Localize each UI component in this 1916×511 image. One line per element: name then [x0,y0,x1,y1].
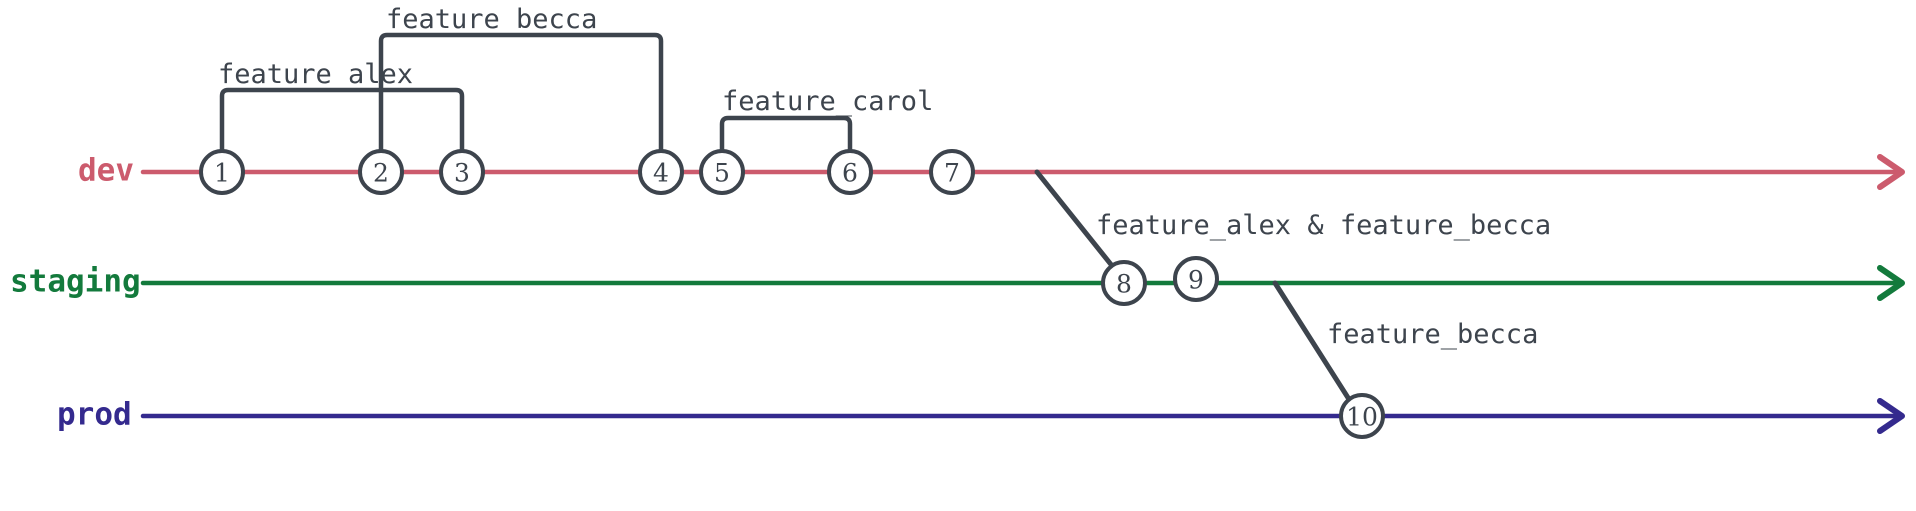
bracket-feature-alex [219,87,465,175]
commit-node-label-3: 3 [454,159,470,188]
feature-brackets-group: feature_alex feature_becca feature_carol [218,4,933,175]
commit-node-circle-8 [1101,260,1147,306]
merge-line-merge-to-staging [1034,169,1120,275]
commit-node-label-7: 7 [944,159,960,188]
commit-node-circle-2 [358,149,404,195]
commit-node-3[interactable]: 3 [439,149,485,195]
branch-lines-group [140,154,1905,434]
commit-node-label-1: 1 [214,159,230,188]
commit-node-10[interactable]: 10 [1339,393,1385,439]
bracket-label-feature-alex: feature_alex [218,59,413,90]
bracket-label-feature-becca: feature_becca [386,4,597,35]
commit-node-circle-5 [699,149,745,195]
bracket-feature-carol [719,115,853,175]
branch-labels-group: dev staging prod [10,153,141,433]
commit-node-2[interactable]: 2 [358,149,404,195]
bracket-feature-becca [378,32,664,175]
commit-node-6[interactable]: 6 [827,149,873,195]
bracket-label-feature-carol: feature_carol [722,86,933,117]
merge-label-merge-to-prod: feature_becca [1327,319,1538,350]
commit-node-label-9: 9 [1188,266,1204,295]
commit-node-1[interactable]: 1 [199,149,245,195]
commit-node-label-6: 6 [842,159,858,188]
commit-node-5[interactable]: 5 [699,149,745,195]
branch-arrow-dev-icon [1877,154,1905,190]
branch-label-dev: dev [78,153,134,189]
branch-arrow-prod-icon [1877,398,1905,434]
commit-node-circle-6 [827,149,873,195]
commit-node-label-8: 8 [1116,270,1132,299]
commit-node-circle-9 [1173,256,1219,302]
commit-node-circle-3 [439,149,485,195]
commit-nodes-group: 1 2 3 4 5 6 7 8 9 10 [199,149,1385,439]
commit-node-4[interactable]: 4 [638,149,684,195]
commit-node-label-5: 5 [714,159,730,188]
merge-label-merge-to-staging: feature_alex & feature_becca [1096,210,1551,241]
branch-label-prod: prod [57,397,132,433]
commit-node-9[interactable]: 9 [1173,256,1219,302]
commit-node-circle-10 [1339,393,1385,439]
commit-node-circle-7 [929,149,975,195]
merge-lines-group: feature_alex & feature_becca feature_becc… [1034,169,1551,407]
branch-label-staging: staging [10,264,141,300]
commit-node-8[interactable]: 8 [1101,260,1147,306]
commit-node-label-4: 4 [653,159,669,188]
commit-node-label-2: 2 [373,159,389,188]
branch-arrow-staging-icon [1877,265,1905,301]
commit-node-circle-1 [199,149,245,195]
commit-node-circle-4 [638,149,684,195]
commit-node-label-10: 10 [1346,403,1378,432]
merge-line-merge-to-prod [1272,280,1355,407]
commit-node-7[interactable]: 7 [929,149,975,195]
